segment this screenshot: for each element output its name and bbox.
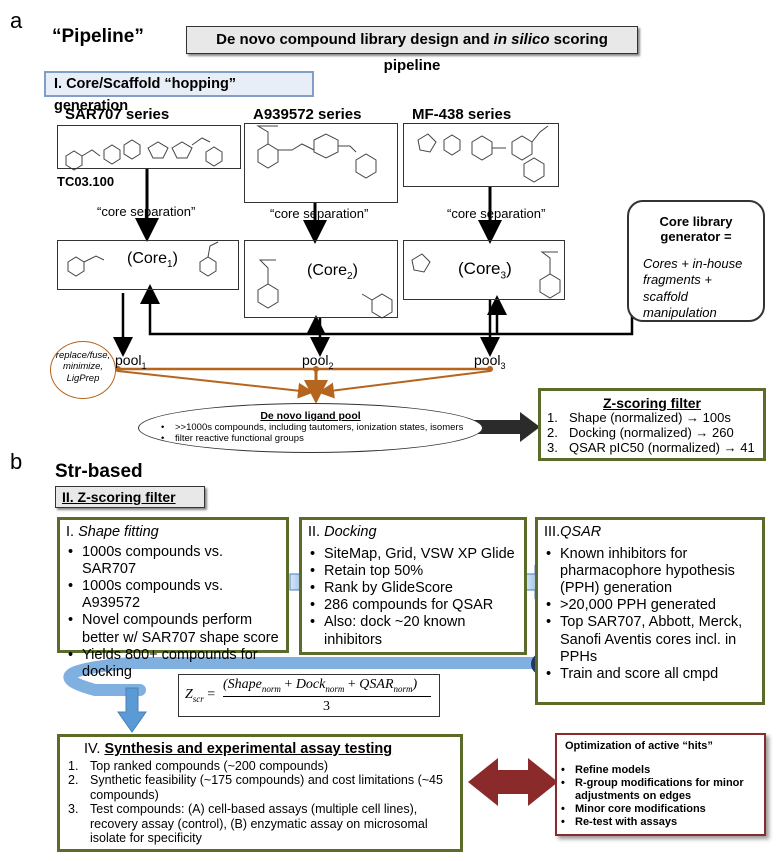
qsar-item: Top SAR707, Abbott, Merck, Sanofi Aventi…	[546, 614, 756, 665]
qsar-box: III.QSAR Known inhibitors for pharmacoph…	[535, 517, 765, 705]
core-library-generator: Core library generator = Cores + in-hous…	[627, 200, 765, 322]
section-z-scoring: II. Z-scoring filter	[55, 486, 205, 508]
ligand-pool-item: >>1000s compounds, including tautomers, …	[161, 422, 482, 433]
core-sep-label-2: “core separation”	[270, 206, 369, 221]
pool-1: pool1	[115, 352, 147, 371]
optimization-item: Re-test with assays	[561, 816, 756, 829]
z-scoring-filter-box: Z-scoring filter 1.Shape (normalized) → …	[538, 388, 766, 461]
double-arrow	[468, 758, 558, 806]
core-structures	[67, 241, 561, 319]
panel-label-b: b	[10, 449, 23, 474]
panel-label-a: a	[10, 8, 23, 33]
shape-item: 1000s compounds vs. SAR707	[68, 544, 280, 578]
shape-item: 1000s compounds vs. A939572	[68, 578, 280, 612]
docking-box: II. Docking SiteMap, Grid, VSW XP Glide …	[299, 517, 527, 655]
shape-fitting-title: I. Shape fitting	[66, 524, 159, 540]
core-sep-label-3: “core separation”	[447, 206, 546, 221]
zfilter-item: 3.QSAR pIC50 (normalized) → 41	[547, 439, 755, 455]
docking-item: Retain top 50%	[310, 563, 518, 580]
optimization-item: Minor core modifications	[561, 803, 756, 816]
optimization-box: Optimization of active “hits” Refine mod…	[555, 733, 766, 836]
core-1-label: (Core1)	[127, 250, 178, 271]
series-label-mf438: MF-438 series	[412, 106, 512, 123]
qsar-item: >20,000 PPH generated	[546, 597, 756, 614]
core-2-label: (Core2)	[307, 262, 358, 283]
qsar-item: Train and score all cmpd	[546, 666, 756, 683]
de-novo-ligand-pool: De novo ligand pool >>1000s compounds, i…	[138, 403, 483, 453]
qsar-item: Known inhibitors for pharmacophore hypot…	[546, 546, 756, 597]
zfilter-item: 1.Shape (normalized) → 100s	[547, 410, 731, 425]
synthesis-title: IV. Synthesis and experimental assay tes…	[84, 741, 393, 757]
core-1-box	[57, 240, 239, 290]
optimization-item: Refine models	[561, 764, 756, 777]
synthesis-item: 2.Synthetic feasibility (~175 compounds)…	[68, 773, 443, 802]
core-3-box	[403, 240, 565, 300]
a939572-structure	[256, 125, 377, 179]
replace-fuse-node: replace/fuse, minimize, LigPrep	[50, 341, 116, 399]
z-score-formula: Zscr = (Shapenorm + Docknorm + QSARnorm)…	[178, 674, 440, 717]
sar707-box	[57, 125, 241, 169]
docking-item: Rank by GlideScore	[310, 580, 518, 597]
str-based-label: Str-based	[55, 461, 143, 482]
qsar-title: III.QSAR	[544, 524, 602, 540]
pool-3: pool3	[474, 352, 506, 371]
sar707-structure	[65, 137, 223, 171]
docking-item: Also: dock ~20 known inhibitors	[310, 614, 518, 648]
core-3-label: (Core3)	[458, 259, 512, 282]
arrow-to-zfilter	[470, 412, 540, 442]
optimization-item: R-group modifications for minor adjustme…	[561, 777, 756, 803]
synthesis-item: 3.Test compounds: (A) cell-based assays …	[68, 802, 428, 845]
feedback-line	[140, 284, 634, 336]
shape-item: Yields 800+ compounds for docking	[68, 647, 280, 681]
ligand-pool-item: filter reactive functional groups	[161, 433, 482, 444]
mf438-box	[403, 123, 559, 187]
tc-label: TC03.100	[57, 174, 115, 189]
core-sep-label-1: “core separation”	[97, 204, 196, 219]
docking-title: II. Docking	[308, 524, 377, 540]
mf438-structure	[417, 125, 549, 183]
docking-item: SiteMap, Grid, VSW XP Glide	[310, 546, 518, 563]
pipeline-title: De novo compound library design and in s…	[186, 26, 638, 74]
arrow-to-synthesis	[117, 687, 147, 733]
series-label-a939572: A939572 series	[253, 106, 362, 123]
pipeline-label: “Pipeline”	[52, 26, 144, 47]
pool-2: pool2	[302, 352, 334, 371]
a939572-box	[244, 123, 398, 203]
docking-item: 286 compounds for QSAR	[310, 597, 518, 614]
synthesis-item: 1.Top ranked compounds (~200 compounds)	[68, 759, 328, 773]
section-core-hopping: I. Core/Scaffold “hopping” generation	[44, 71, 314, 114]
shape-item: Novel compounds perform better w/ SAR707…	[68, 612, 280, 646]
zfilter-item: 2.Docking (normalized) → 260	[547, 424, 734, 440]
core-2-box	[244, 240, 398, 318]
series-label-sar707: SAR707 series	[65, 106, 170, 123]
synthesis-box: IV. Synthesis and experimental assay tes…	[57, 734, 463, 852]
shape-fitting-box: I. Shape fitting 1000s compounds vs. SAR…	[57, 517, 289, 680]
